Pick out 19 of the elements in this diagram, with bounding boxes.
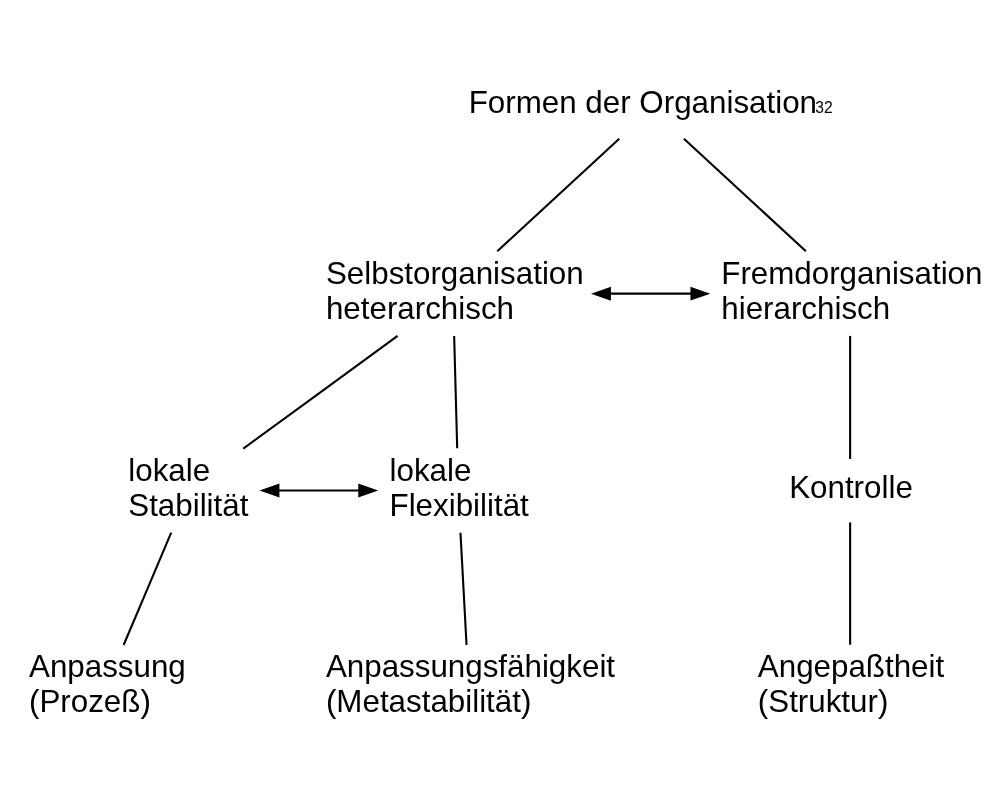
node-text: Fremdorganisation hierarchisch <box>721 255 983 326</box>
node-text: Kontrolle <box>789 470 913 506</box>
connector <box>242 335 399 450</box>
connector <box>459 532 468 646</box>
node-text: Formen der Organisation32 <box>468 85 833 121</box>
connector <box>849 522 852 645</box>
node-text: Angepaßtheit (Struktur) <box>757 649 945 720</box>
node-text: Anpassung (Prozeß) <box>29 649 186 720</box>
connector <box>453 335 459 449</box>
node-text: lokale Stabilität <box>128 452 249 523</box>
node-text: Selbstorganisation heterarchisch <box>325 255 584 326</box>
node-text: Anpassungsfähigkeit (Metastabilität) <box>325 649 616 720</box>
connector <box>122 532 173 646</box>
arrow <box>591 286 711 301</box>
connector <box>849 335 852 459</box>
connector <box>683 138 807 252</box>
arrow <box>259 483 379 498</box>
connector <box>496 138 620 252</box>
node-text: lokale Flexibilität <box>389 452 529 523</box>
